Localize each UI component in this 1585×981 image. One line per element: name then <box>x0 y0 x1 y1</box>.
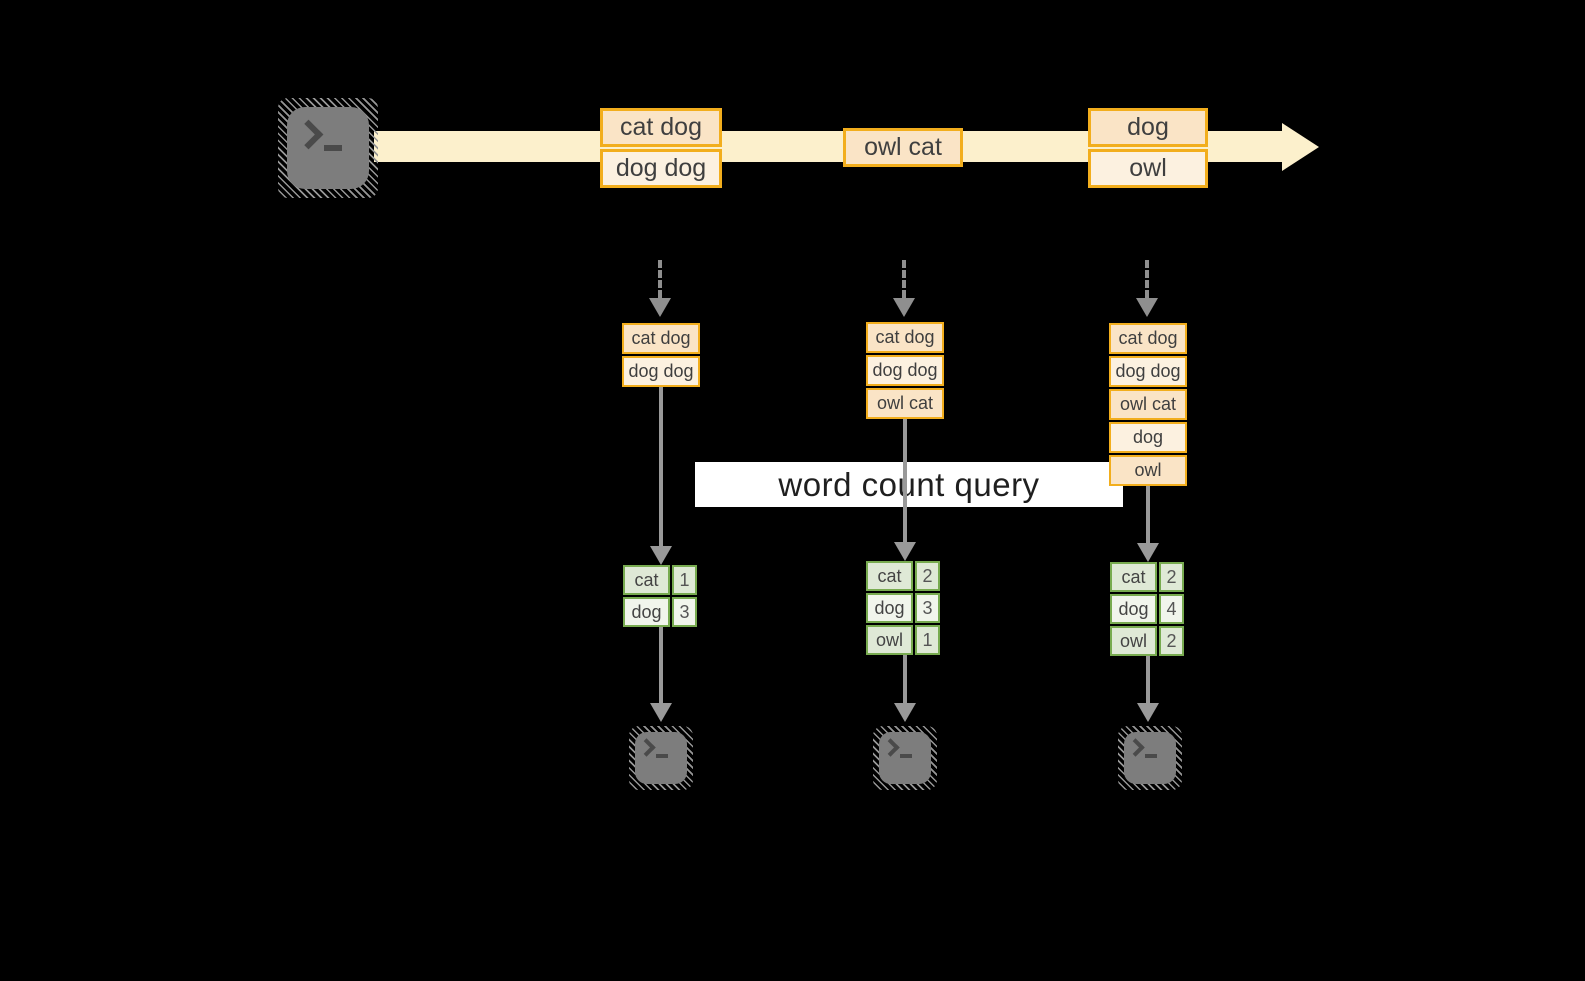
count-row: dog 3 <box>623 597 697 627</box>
buffer-line: dog <box>1109 422 1187 453</box>
query-label: word count query <box>778 465 1040 503</box>
count-word: dog <box>623 597 670 627</box>
count-row: cat 2 <box>1110 562 1184 592</box>
count-table-3: cat 2 dog 4 owl 2 <box>1110 562 1184 656</box>
terminal-cursor-icon <box>1145 754 1157 758</box>
buffer-line: cat dog <box>622 323 700 354</box>
buffer-line: dog dog <box>622 356 700 387</box>
terminal-cursor-icon <box>900 754 912 758</box>
sink-terminal-icon-1 <box>629 726 693 790</box>
count-value: 2 <box>1159 626 1184 656</box>
arrowhead-icon <box>1137 703 1159 722</box>
sink-arrow-1 <box>650 627 672 722</box>
query-band: word count query <box>695 462 1123 507</box>
sink-terminal-icon-3 <box>1118 726 1182 790</box>
arrowhead-icon <box>1136 298 1158 317</box>
count-word: dog <box>866 593 913 623</box>
count-word: owl <box>1110 626 1157 656</box>
count-value: 1 <box>915 625 940 655</box>
stream-event-3: dog owl <box>1088 108 1208 188</box>
event-line: dog dog <box>600 149 722 188</box>
sink-terminal-icon-2 <box>873 726 937 790</box>
count-word: cat <box>623 565 670 595</box>
count-word: cat <box>866 561 913 591</box>
count-row: owl 1 <box>866 625 940 655</box>
count-value: 1 <box>672 565 697 595</box>
event-line: owl cat <box>843 128 963 167</box>
buffer-box-3: cat dog dog dog owl cat dog owl <box>1109 323 1187 486</box>
arrowhead-icon <box>650 546 672 565</box>
arrowhead-icon <box>650 703 672 722</box>
count-row: owl 2 <box>1110 626 1184 656</box>
terminal-screen <box>1124 732 1176 784</box>
count-table-1: cat 1 dog 3 <box>623 565 697 627</box>
count-row: dog 4 <box>1110 594 1184 624</box>
arrowhead-icon <box>894 542 916 561</box>
arrowhead-icon <box>894 703 916 722</box>
source-terminal-icon <box>278 98 378 198</box>
count-row: cat 1 <box>623 565 697 595</box>
terminal-cursor-icon <box>656 754 668 758</box>
count-value: 2 <box>915 561 940 591</box>
buffer-line: cat dog <box>1109 323 1187 354</box>
count-row: cat 2 <box>866 561 940 591</box>
terminal-screen <box>879 732 931 784</box>
buffer-box-2: cat dog dog dog owl cat <box>866 322 944 419</box>
count-row: dog 3 <box>866 593 940 623</box>
stream-event-2: owl cat <box>843 128 963 167</box>
buffer-line: dog dog <box>1109 356 1187 387</box>
count-word: cat <box>1110 562 1157 592</box>
count-word: owl <box>866 625 913 655</box>
dashed-arrow-1 <box>649 260 671 317</box>
buffer-box-1: cat dog dog dog <box>622 323 700 387</box>
dashed-arrow-2 <box>893 260 915 317</box>
buffer-line: cat dog <box>866 322 944 353</box>
sink-arrow-2 <box>894 655 916 722</box>
count-word: dog <box>1110 594 1157 624</box>
event-line: owl <box>1088 149 1208 188</box>
arrowhead-icon <box>1137 543 1159 562</box>
buffer-line: owl <box>1109 455 1187 486</box>
arrowhead-icon <box>893 298 915 317</box>
count-value: 3 <box>672 597 697 627</box>
connector-arrow-1 <box>650 387 672 565</box>
buffer-line: owl cat <box>866 388 944 419</box>
count-value: 4 <box>1159 594 1184 624</box>
connector-arrow-3 <box>1137 482 1159 562</box>
event-line: cat dog <box>600 108 722 147</box>
dashed-arrow-3 <box>1136 260 1158 317</box>
count-table-2: cat 2 dog 3 owl 1 <box>866 561 940 655</box>
stream-event-1: cat dog dog dog <box>600 108 722 188</box>
stream-arrow-head-icon <box>1282 123 1319 171</box>
event-line: dog <box>1088 108 1208 147</box>
buffer-line: owl cat <box>1109 389 1187 420</box>
connector-arrow-2 <box>894 417 916 561</box>
terminal-screen <box>635 732 687 784</box>
buffer-line: dog dog <box>866 355 944 386</box>
sink-arrow-3 <box>1137 656 1159 722</box>
count-value: 3 <box>915 593 940 623</box>
count-value: 2 <box>1159 562 1184 592</box>
terminal-cursor-icon <box>324 145 342 151</box>
arrowhead-icon <box>649 298 671 317</box>
